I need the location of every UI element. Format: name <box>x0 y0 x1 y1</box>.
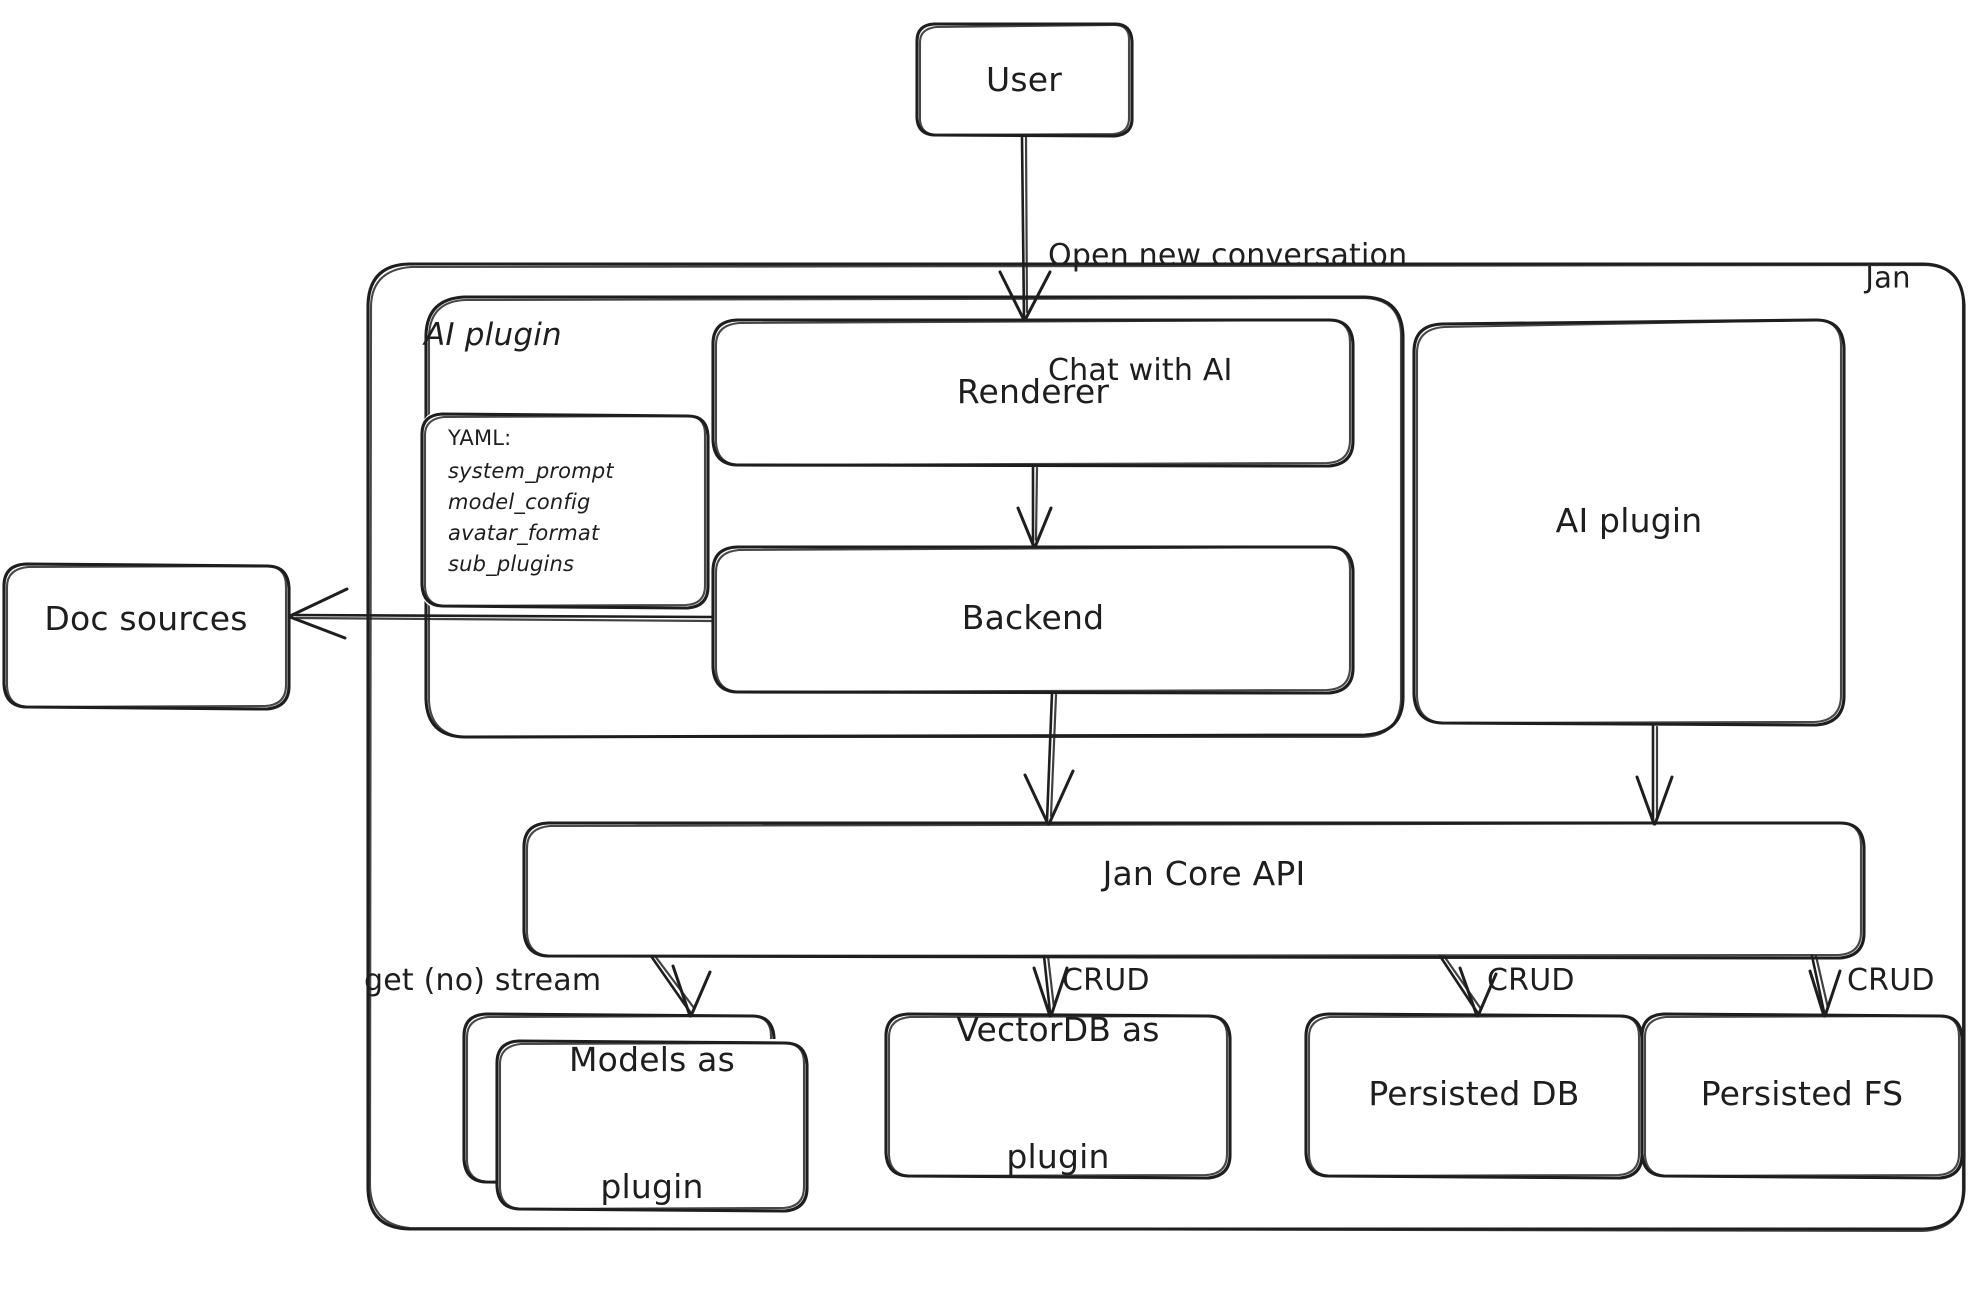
container-jan <box>366 262 1966 1233</box>
node-persisted-fs[interactable] <box>1640 1012 1964 1180</box>
node-yaml-item-0: system_prompt <box>448 459 614 483</box>
edge-backend-to-doc-sources <box>288 587 715 640</box>
vectordb-line-1: VectorDB as <box>956 1010 1160 1050</box>
node-doc-sources-label: Doc sources <box>44 598 248 638</box>
node-yaml-title: YAML: <box>448 426 512 450</box>
node-user[interactable] <box>915 22 1134 138</box>
node-ai-plugin-box[interactable] <box>1412 318 1846 727</box>
container-ai-plugin-group <box>424 295 1405 739</box>
node-persisted-fs-label: Persisted FS <box>1700 1073 1904 1113</box>
node-jan-core-api[interactable] <box>522 821 1866 960</box>
diagram-canvas: User Open new conversation Chat with AI … <box>2 22 1966 1233</box>
node-backend[interactable] <box>711 545 1355 695</box>
node-persisted-db[interactable] <box>1304 1012 1644 1180</box>
diagram-svg <box>2 22 1966 1233</box>
edge-label-get-no-stream: get (no) stream <box>364 963 602 998</box>
node-renderer[interactable] <box>711 318 1355 468</box>
node-jan-core-api-label: Jan Core API <box>1102 853 1306 893</box>
models-line-2: plugin <box>600 1167 704 1207</box>
edge-label-crud-vectordb: CRUD <box>1062 963 1150 998</box>
edge-renderer-to-backend <box>1016 464 1053 549</box>
edge-jan-core-api-to-persisted-db <box>1438 954 1498 1018</box>
edge-label-crud-persisted-fs: CRUD <box>1847 963 1935 998</box>
edge-label-line-1: Open new conversation <box>1048 237 1408 273</box>
node-yaml-config <box>420 412 710 610</box>
node-vectordb-as-plugin-label: VectorDB as plugin <box>956 925 1159 1263</box>
node-user-label: User <box>985 59 1063 99</box>
edge-jan-core-api-to-persisted-fs <box>1808 954 1842 1018</box>
vectordb-line-2: plugin <box>1006 1137 1110 1177</box>
edge-ai-plugin-to-jan-core-api <box>1635 723 1674 826</box>
node-yaml-item-3: sub_plugins <box>448 552 575 576</box>
edge-jan-core-api-to-models <box>649 954 712 1018</box>
node-renderer-label: Renderer <box>956 371 1110 411</box>
node-yaml-item-1: model_config <box>448 490 591 514</box>
node-doc-sources[interactable] <box>2 562 291 711</box>
edge-backend-to-jan-core-api <box>1023 691 1075 826</box>
container-jan-label: Jan <box>1865 260 1911 295</box>
edge-label-line-2: Chat with AI <box>1048 352 1233 388</box>
models-line-1: Models as <box>569 1040 735 1080</box>
node-ai-plugin-box-label: AI plugin <box>1555 500 1703 540</box>
node-yaml-item-2: avatar_format <box>448 521 600 545</box>
edge-label-crud-persisted-db: CRUD <box>1487 963 1575 998</box>
container-ai-plugin-group-label: AI plugin <box>424 317 562 353</box>
node-persisted-db-label: Persisted DB <box>1368 1073 1580 1113</box>
node-vectordb-as-plugin[interactable] <box>884 1012 1232 1180</box>
node-backend-label: Backend <box>961 597 1105 637</box>
edge-user-to-renderer <box>998 135 1052 322</box>
node-models-as-plugin[interactable] <box>495 1039 809 1213</box>
edge-label-user-to-renderer: Open new conversation Chat with AI <box>1048 160 1407 467</box>
node-models-as-plugin-label: Models as plugin <box>569 955 735 1293</box>
edge-jan-core-api-to-vectordb <box>1032 954 1069 1018</box>
